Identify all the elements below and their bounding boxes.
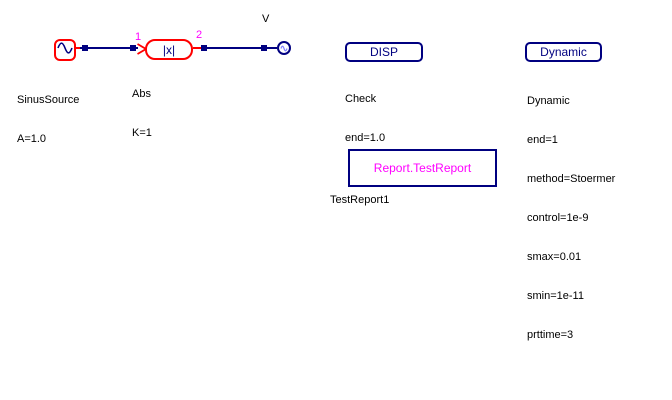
dynamic-title: Dynamic (540, 45, 587, 59)
wire-source-to-abs[interactable] (80, 47, 138, 49)
dynamic-param-line: prttime=3 (527, 329, 574, 341)
abs-output-stub (193, 47, 201, 49)
abs-name: Abs (132, 88, 151, 100)
disp-name: Check (345, 93, 377, 105)
probe-label: V (262, 13, 270, 25)
source-name: SinusSource (17, 94, 80, 106)
abs-input-pin-number: 1 (135, 31, 142, 43)
abs-block[interactable]: |x| (145, 39, 193, 60)
report-block[interactable]: Report.TestReport (348, 149, 497, 187)
connection-node[interactable] (261, 45, 267, 51)
wire-abs-to-probe[interactable] (207, 47, 277, 49)
source-output-stub (75, 47, 80, 49)
voltage-probe-block[interactable] (277, 41, 291, 55)
report-title: Report.TestReport (373, 161, 472, 175)
dynamic-param-line: smax=0.01 (527, 251, 582, 263)
sinus-source-block[interactable] (54, 39, 76, 61)
disp-title: DISP (369, 45, 398, 59)
dynamic-param-line: smin=1e-11 (527, 290, 584, 302)
abs-labels: Abs K=1 (132, 62, 152, 166)
abs-param: K=1 (132, 127, 152, 139)
disp-labels: Check end=1.0 (345, 67, 385, 171)
abs-block-symbol: |x| (162, 42, 176, 57)
dynamic-param-line: end=1 (527, 134, 558, 146)
source-param: A=1.0 (17, 133, 47, 145)
dynamic-labels: Dynamic end=1 method=Stoermer control=1e… (527, 69, 615, 368)
abs-output-pin-number: 2 (196, 29, 203, 41)
connection-node[interactable] (82, 45, 88, 51)
sine-wave-icon (56, 39, 74, 62)
dynamic-param-line: method=Stoermer (527, 173, 616, 185)
connection-node[interactable] (201, 45, 207, 51)
mini-sine-icon (280, 39, 288, 57)
dynamic-param-line: Dynamic (527, 95, 570, 107)
dynamic-block[interactable]: Dynamic (525, 42, 602, 62)
source-labels: SinusSource A=1.0 (17, 68, 79, 172)
disp-block[interactable]: DISP (345, 42, 423, 62)
connection-node[interactable] (130, 45, 136, 51)
dynamic-param-line: control=1e-9 (527, 212, 589, 224)
disp-param: end=1.0 (345, 132, 386, 144)
report-instance-name: TestReport1 (330, 194, 390, 206)
